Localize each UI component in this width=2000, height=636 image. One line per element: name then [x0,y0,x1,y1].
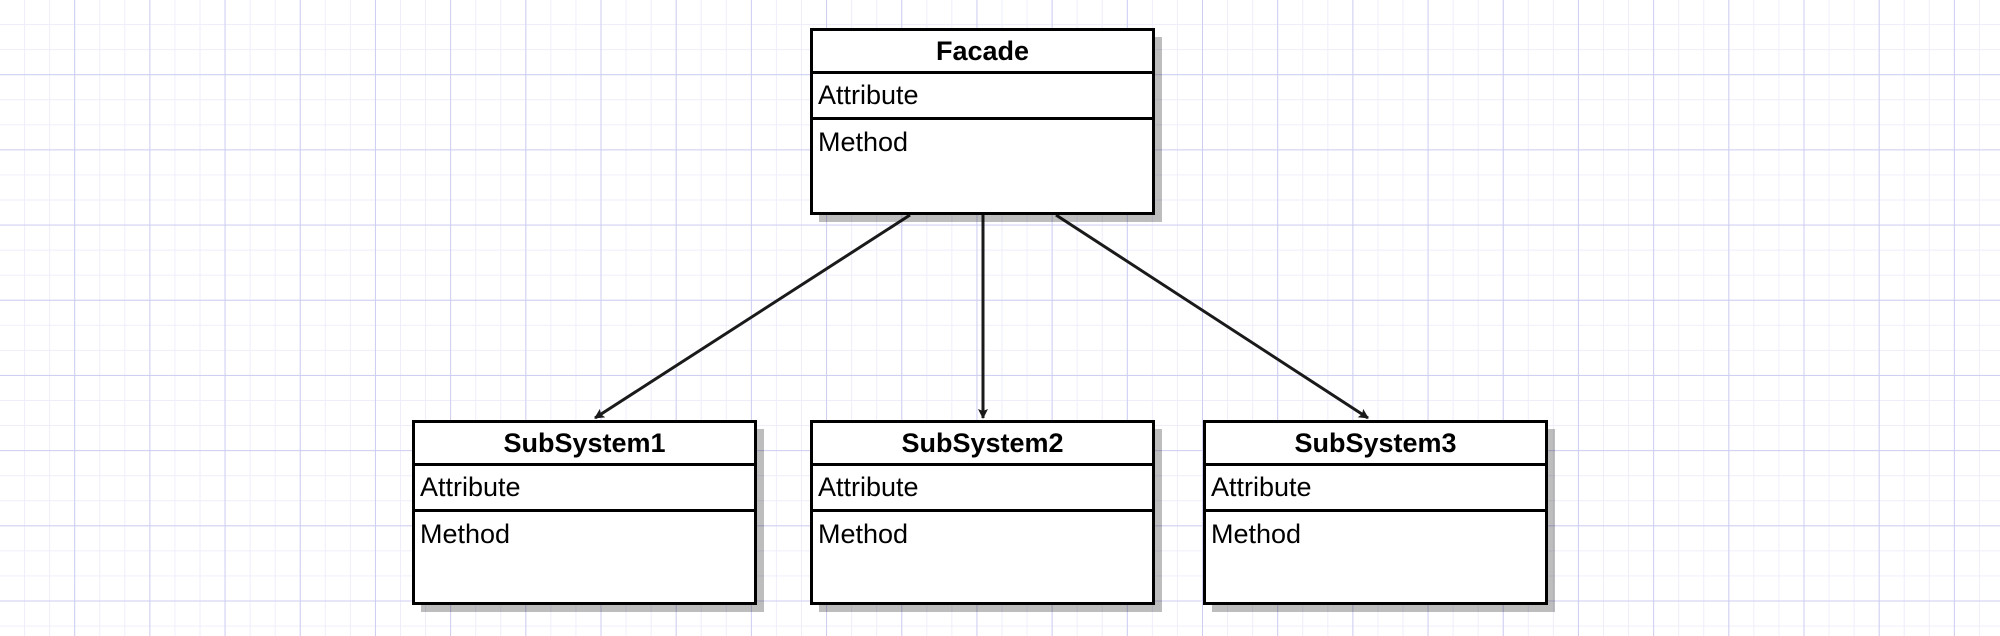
subsystem1-attributes-compartment: Attribute [415,466,754,512]
facade-attributes-compartment: Attribute [813,74,1152,120]
subsystem2-class-box[interactable]: SubSystem2 Attribute Method [810,420,1155,605]
subsystem1-class-title: SubSystem1 [415,423,754,466]
association-facade-subsystem1[interactable] [594,213,911,420]
subsystem3-methods-compartment: Method [1211,519,1302,549]
subsystem3-attributes-compartment: Attribute [1206,466,1545,512]
subsystem1-class-box[interactable]: SubSystem1 Attribute Method [412,420,757,605]
subsystem1-methods-compartment: Method [420,519,511,549]
subsystem2-attributes-compartment: Attribute [813,466,1152,512]
subsystem3-class-box[interactable]: SubSystem3 Attribute Method [1203,420,1548,605]
facade-class-title: Facade [813,31,1152,74]
subsystem2-methods-compartment: Method [818,519,909,549]
association-facade-subsystem3[interactable] [1055,213,1369,420]
facade-methods-compartment: Method [818,127,909,157]
subsystem3-class-title: SubSystem3 [1206,423,1545,466]
subsystem2-class-title: SubSystem2 [813,423,1152,466]
facade-class-box[interactable]: Facade Attribute Method [810,28,1155,215]
